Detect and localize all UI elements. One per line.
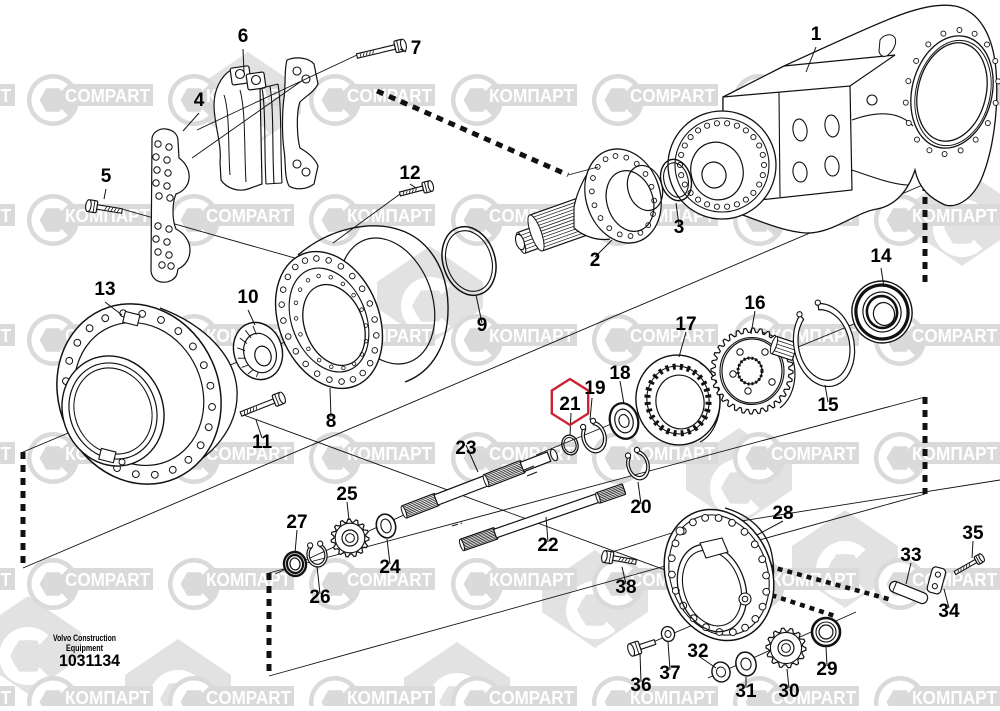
svg-text:1031134: 1031134 [59,652,121,670]
svg-text:9: 9 [477,315,488,336]
svg-text:КОМПАРТ: КОМПАРТ [489,325,575,346]
svg-text:Equipment: Equipment [66,643,104,654]
svg-text:COMPART: COMPART [65,569,151,590]
svg-text:8: 8 [326,411,337,432]
svg-text:21: 21 [559,394,581,415]
svg-text:1: 1 [811,24,822,45]
svg-text:20: 20 [630,497,651,518]
svg-text:КОМПАРТ: КОМПАРТ [912,205,998,226]
svg-text:37: 37 [659,663,680,684]
svg-text:22: 22 [537,535,558,556]
svg-text:КОМПАРТ: КОМПАРТ [771,325,857,346]
svg-text:КОМПАРТ: КОМПАРТ [630,687,716,706]
svg-text:COMPART: COMPART [0,205,12,226]
svg-text:31: 31 [735,681,757,702]
svg-text:КОМПАРТ: КОМПАРТ [0,325,12,346]
svg-text:КОМПАРТ: КОМПАРТ [347,205,433,226]
svg-text:4: 4 [194,90,205,111]
svg-text:7: 7 [411,38,422,59]
svg-text:COMPART: COMPART [206,687,292,706]
svg-text:КОМПАРТ: КОМПАРТ [771,569,857,590]
svg-text:12: 12 [399,163,420,184]
svg-text:27: 27 [286,512,307,533]
svg-text:35: 35 [962,523,984,544]
svg-text:COMPART: COMPART [912,325,998,346]
svg-text:24: 24 [379,557,401,578]
svg-text:15: 15 [817,395,839,416]
svg-text:КОМПАРТ: КОМПАРТ [347,687,433,706]
svg-text:17: 17 [675,314,696,335]
svg-text:10: 10 [237,287,258,308]
svg-text:28: 28 [772,503,793,524]
svg-text:COMPART: COMPART [630,325,716,346]
svg-text:COMPART: COMPART [630,85,716,106]
svg-text:COMPART: COMPART [489,687,575,706]
svg-text:34: 34 [938,601,960,622]
svg-text:33: 33 [900,545,921,566]
svg-text:КОМПАРТ: КОМПАРТ [0,569,12,590]
svg-text:36: 36 [630,675,651,696]
svg-text:COMPART: COMPART [771,687,857,706]
svg-text:32: 32 [687,641,708,662]
svg-text:30: 30 [778,681,799,702]
svg-text:COMPART: COMPART [347,569,433,590]
svg-text:3: 3 [674,217,685,238]
svg-text:14: 14 [870,246,892,267]
svg-text:29: 29 [816,659,837,680]
svg-text:Volvo Construction: Volvo Construction [53,633,116,644]
svg-text:18: 18 [609,363,630,384]
svg-text:КОМПАРТ: КОМПАРТ [489,85,575,106]
svg-text:КОМПАРТ: КОМПАРТ [489,569,575,590]
svg-text:25: 25 [336,484,358,505]
svg-text:COMPART: COMPART [0,443,12,464]
svg-text:COMPART: COMPART [206,443,292,464]
svg-text:COMPART: COMPART [65,85,151,106]
svg-text:11: 11 [252,432,273,453]
svg-text:КОМПАРТ: КОМПАРТ [0,85,12,106]
svg-text:COMPART: COMPART [771,443,857,464]
svg-text:КОМПАРТ: КОМПАРТ [347,443,433,464]
svg-text:26: 26 [309,587,330,608]
svg-text:13: 13 [94,279,115,300]
svg-text:38: 38 [615,577,636,598]
svg-text:5: 5 [101,166,112,187]
svg-text:COMPART: COMPART [0,687,12,706]
svg-text:16: 16 [744,293,765,314]
svg-text:COMPART: COMPART [206,205,292,226]
svg-text:6: 6 [238,26,249,47]
svg-text:КОМПАРТ: КОМПАРТ [912,687,998,706]
svg-text:23: 23 [455,438,476,459]
svg-text:2: 2 [590,250,601,271]
svg-text:КОМПАРТ: КОМПАРТ [65,687,151,706]
svg-text:КОМПАРТ: КОМПАРТ [912,443,998,464]
svg-text:19: 19 [584,378,605,399]
